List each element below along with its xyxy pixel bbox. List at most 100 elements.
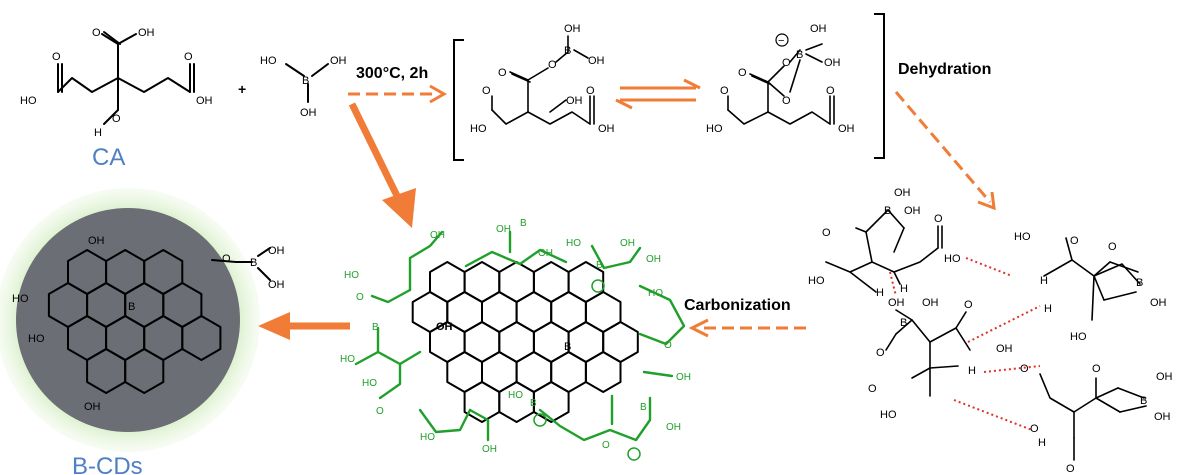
boric-acid-molecule: B HO OH OH: [260, 55, 347, 119]
atom-label: HO: [1014, 231, 1031, 243]
atom-label: HO: [420, 432, 435, 443]
atom-label: OH: [436, 321, 453, 333]
atom-label: OH: [88, 235, 105, 247]
hydrogen-bonded-network: O OH OH B O HO HO H H B OH OH O O O HO O…: [808, 187, 1173, 475]
hexagon-ring: [584, 351, 622, 393]
atom-label: HO: [362, 378, 377, 389]
atom-label: HO: [706, 123, 723, 135]
atom-label: O: [782, 95, 791, 107]
atom-label: OH: [1156, 371, 1173, 383]
atom-label: OH: [300, 107, 317, 119]
atom-label: O: [376, 406, 384, 417]
atom-label: HO: [12, 293, 29, 305]
atom-label: B: [372, 322, 379, 333]
atom-label: B: [530, 398, 537, 409]
atom-label: OH: [666, 422, 681, 433]
atom-label: O: [52, 51, 61, 63]
cyclic-borate-intermediate: − O O O B OH OH O HO O OH: [706, 23, 855, 135]
atom-label: B: [596, 260, 603, 271]
atom-label: O: [498, 67, 507, 79]
atom-label: HO: [1070, 331, 1087, 343]
atom-label: H: [900, 283, 908, 295]
atom-label: H: [94, 127, 102, 139]
atom-label: B: [302, 75, 309, 87]
atom-label: OH: [268, 279, 285, 291]
atom-label: O: [602, 440, 610, 451]
atom-label: O: [664, 340, 672, 351]
atom-label: O: [738, 67, 747, 79]
atom-label: O: [934, 213, 943, 225]
atom-label: O: [586, 85, 595, 97]
atom-label: B: [1136, 277, 1143, 289]
atom-label: O: [826, 85, 835, 97]
atom-label: O: [1066, 463, 1075, 475]
atom-label: OH: [996, 343, 1013, 355]
atom-label: O: [720, 85, 729, 97]
atom-label: O: [184, 51, 193, 63]
atom-label: O: [1070, 235, 1079, 247]
atom-label: O: [1092, 363, 1101, 375]
atom-label: HO: [648, 288, 663, 299]
atom-label: HO: [808, 275, 825, 287]
atom-label: B: [250, 257, 257, 269]
hexagon-ring: [181, 315, 222, 361]
atom-label: O: [1108, 241, 1117, 253]
dehydration-label: Dehydration: [898, 61, 991, 78]
atom-label: O: [868, 383, 877, 395]
atom-label: HO: [28, 333, 45, 345]
atom-label: OH: [538, 248, 553, 259]
arrowhead: [429, 84, 448, 104]
atom-label: O: [876, 347, 885, 359]
arrowhead: [977, 191, 996, 211]
atom-label: OH: [496, 224, 511, 235]
atom-label: H: [1044, 303, 1052, 315]
atom-label: B: [640, 402, 647, 413]
atom-label: HO: [566, 238, 581, 249]
atom-label: O: [92, 27, 101, 39]
atom-label: OH: [138, 27, 155, 39]
reaction-condition: 300°C, 2h: [356, 65, 428, 82]
atom-label: HO: [260, 55, 277, 67]
atom-label: O: [1020, 363, 1029, 375]
atom-label: OH: [894, 187, 911, 199]
left-bracket: [453, 39, 464, 161]
atom-label: OH: [588, 55, 605, 67]
atom-label: HO: [20, 95, 37, 107]
citric-acid-molecule: O O O OH HO OH O H: [20, 27, 213, 139]
atom-label: HO: [880, 409, 897, 421]
atom-label: OH: [268, 245, 285, 257]
atom-label: B: [884, 205, 891, 217]
atom-label: OH: [84, 401, 101, 413]
atom-label: HO: [944, 253, 961, 265]
dashed-arrow-dehydration: [894, 91, 992, 203]
atom-label: H: [876, 287, 884, 299]
atom-label: OH: [564, 23, 581, 35]
atom-label: H: [1040, 275, 1048, 287]
atom-label: HO: [344, 270, 359, 281]
atom-label: OH: [646, 254, 661, 265]
atom-label: O: [1030, 423, 1039, 435]
atom-label: B: [520, 218, 527, 229]
atom-label: OH: [676, 372, 691, 383]
boron-carbon-dot: B OH HO HO OH O B OH OH: [0, 188, 285, 452]
arrowhead: [382, 188, 416, 228]
atom-label: OH: [1150, 297, 1167, 309]
atom-label: OH: [810, 23, 827, 35]
right-bracket: [874, 13, 885, 159]
atom-label: OH: [566, 95, 583, 107]
atom-label: OH: [1154, 411, 1171, 423]
atom-label: OH: [482, 444, 497, 455]
borate-ester-intermediate: O O B OH OH OH O HO O OH: [470, 23, 615, 135]
atom-label: O: [482, 85, 491, 97]
atom-label: O: [222, 253, 231, 265]
atom-label: B: [1140, 395, 1147, 407]
carbonized-structure: OH OH B OH HO OH OH B HO O B HO HO O HO …: [340, 218, 691, 461]
atom-label: B: [900, 317, 907, 329]
hexagon-ring: [532, 381, 570, 423]
atom-label: B: [564, 45, 571, 57]
atom-label: H: [1038, 437, 1046, 449]
atom-label: OH: [888, 297, 905, 309]
hexagon-ring: [124, 348, 165, 394]
atom-label: HO: [340, 354, 355, 365]
atom-label: OH: [620, 238, 635, 249]
